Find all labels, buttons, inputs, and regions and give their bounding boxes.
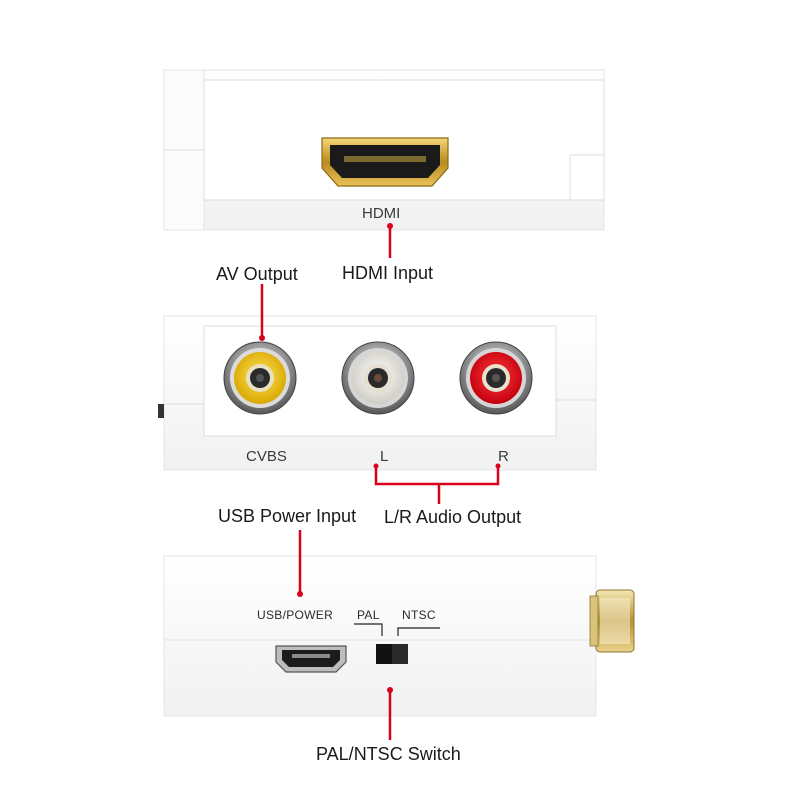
- mini-usb-port-icon: [275, 645, 347, 673]
- audio-right-label: R: [498, 448, 509, 465]
- pal-bracket: [354, 623, 383, 636]
- callout-lines: [260, 224, 500, 740]
- ntsc-bracket: [397, 627, 440, 636]
- callout-dots: [259, 223, 501, 693]
- usb-power-input-callout: USB Power Input: [218, 506, 357, 526]
- audio-right-jack-icon: [459, 341, 533, 415]
- rca-plug-icon: [589, 589, 635, 653]
- pal-ntsc-switch[interactable]: [376, 644, 408, 664]
- hdmi-port-icon: [321, 137, 449, 187]
- bottom-panel: [163, 555, 635, 717]
- usb-power-label: USB/POWER: [257, 608, 334, 622]
- av-output-callout: AV Output: [216, 264, 298, 284]
- hdmi-port-label: HDMI: [362, 205, 401, 222]
- lr-audio-output-callout: L/R Audio Output: [384, 507, 522, 527]
- cvbs-jack-icon: [223, 341, 297, 415]
- cvbs-label: CVBS: [246, 448, 287, 465]
- ntsc-label: NTSC: [402, 608, 436, 622]
- pal-label: PAL: [357, 608, 380, 622]
- hdmi-input-callout: HDMI Input: [342, 263, 434, 283]
- audio-left-jack-icon: [341, 341, 415, 415]
- audio-left-label: L: [380, 448, 389, 465]
- pal-ntsc-switch-callout: PAL/NTSC Switch: [316, 744, 461, 764]
- top-panel: [163, 69, 605, 231]
- middle-panel: [158, 315, 597, 471]
